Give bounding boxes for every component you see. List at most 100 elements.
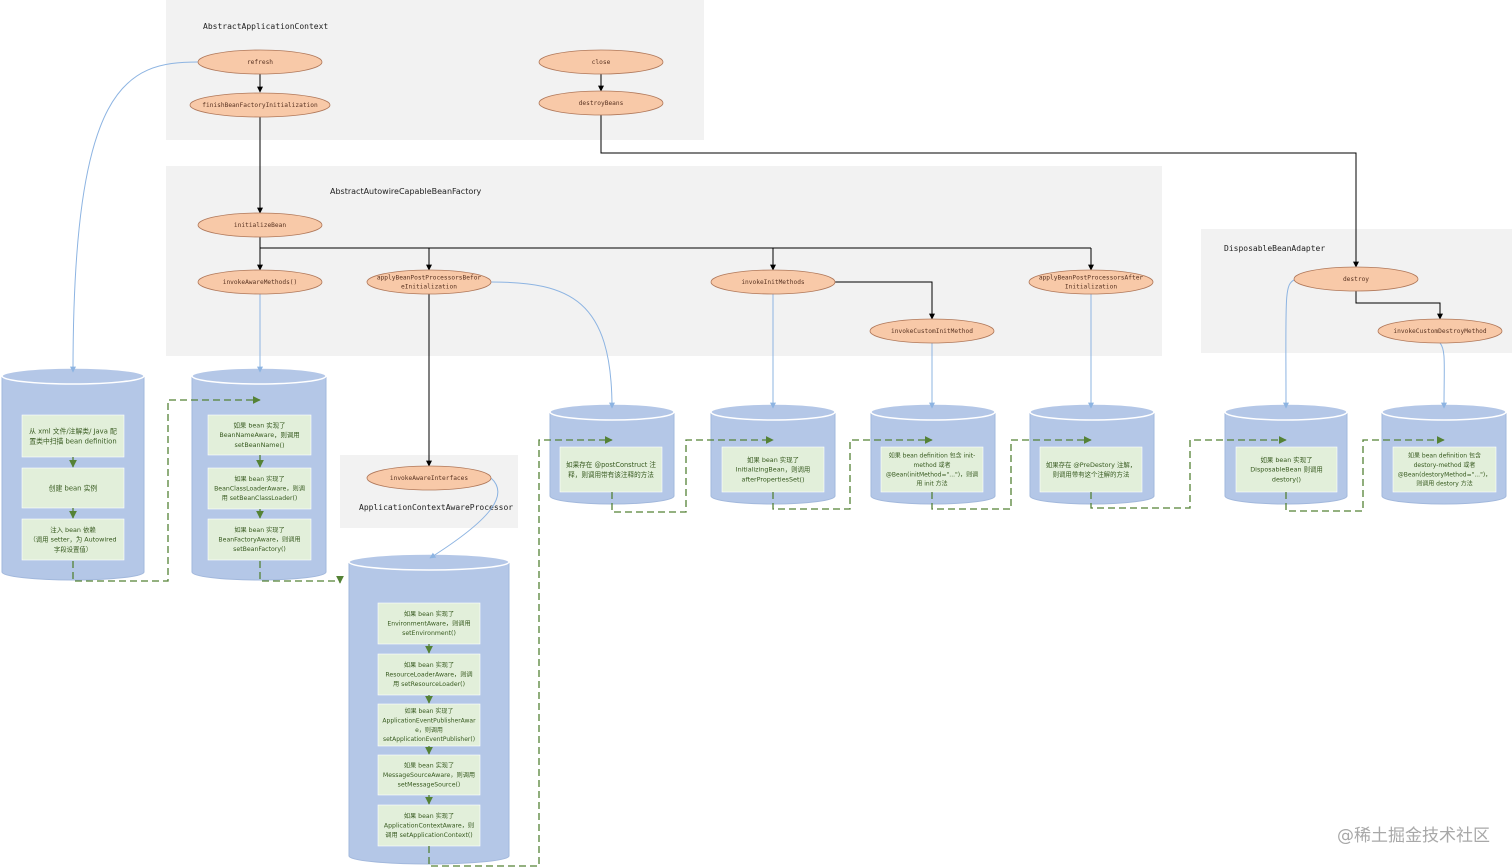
step-text-line: setApplicationEventPublisher() xyxy=(383,736,475,743)
step-text-line: e，则调用 xyxy=(415,726,443,734)
call-connectors xyxy=(257,74,1443,467)
method-label: applyBeanPostProcessorsAfter xyxy=(1039,275,1144,282)
method-label: invokeCustomDestroyMethod xyxy=(1393,328,1486,335)
step-class-loader-aware: 如果 bean 实现了 BeanClassLoaderAware，则调用 setB… xyxy=(207,467,312,510)
step-text-line: 注入 bean 依赖 xyxy=(50,525,96,534)
link-refresh-load xyxy=(70,61,199,373)
step-text-line: 如果 bean 实现了 xyxy=(404,812,454,820)
app-context-title: AbstractApplicationContext xyxy=(203,22,328,31)
methods-layer: refresh close finishBeanFactoryInitializat… xyxy=(189,49,1503,491)
detail-connectors xyxy=(70,61,1448,559)
method-invoke-init-methods[interactable]: invokeInitMethods xyxy=(710,269,836,295)
step-text-line: 用 setBeanClassLoader() xyxy=(222,495,298,502)
step-text-line: （调用 setter，为 Autowired xyxy=(29,535,116,544)
autowire-factory-region xyxy=(166,166,1162,356)
step-text-line: InitializingBean，则调用 xyxy=(736,465,811,474)
step-text-line: 如果 bean 实现了 xyxy=(234,526,284,534)
method-apply-before-init[interactable]: applyBeanPostProcessorsBefor eInitializat… xyxy=(366,269,492,295)
step-app-context-aware: 如果 bean 实现了 ApplicationContextAware，则调用 s… xyxy=(377,804,481,847)
step-event-publisher-aware: 如果 bean 实现了ApplicationEventPublisherAwar… xyxy=(377,703,481,747)
step-text-line: method 或者 xyxy=(913,461,950,469)
step-text-line: 如果 bean definition 包含 init- xyxy=(889,452,976,460)
step-text-line: 释，则调用带有该注释的方法 xyxy=(568,470,654,479)
aware-processor-title: ApplicationContextAwareProcessor xyxy=(359,503,513,512)
method-label: invokeCustomInitMethod xyxy=(891,328,973,335)
step-text-line: 如果 bean 实现了 xyxy=(747,455,799,464)
step-text-line: afterPropertiesSet() xyxy=(742,475,805,483)
step-text-line: destory() xyxy=(1272,475,1301,483)
method-refresh[interactable]: refresh xyxy=(197,49,323,75)
step-text-line: destory-method 或者 xyxy=(1414,461,1476,469)
step-text-line: 用 setResourceLoader() xyxy=(393,681,465,688)
step-text-line: DisposableBean 则调用 xyxy=(1250,465,1323,474)
method-label: close xyxy=(592,59,611,66)
step-text-line: BeanFactoryAware，则调用 xyxy=(218,536,300,544)
watermark: @稀土掘金技术社区 xyxy=(1337,826,1490,846)
step-text-line: setMessageSource() xyxy=(398,782,461,789)
step-text-line: ResourceLoaderAware，则调 xyxy=(385,671,472,679)
link-customdestroy-cylinder xyxy=(1439,342,1448,409)
method-label: invokeAwareMethods() xyxy=(223,279,298,286)
step-text-line: @Bean(destoryMethod="...")， xyxy=(1398,471,1491,478)
step-text-line: 置类中扫描 bean definition xyxy=(29,436,116,445)
step-text-line: 如果存在 @postConstruct 注 xyxy=(566,460,656,469)
method-label: destroyBeans xyxy=(579,100,624,107)
method-label: finishBeanFactoryInitialization xyxy=(202,102,318,109)
step-text-line: 如果 bean 实现了 xyxy=(234,475,284,483)
step-resource-loader-aware: 如果 bean 实现了 ResourceLoaderAware，则调用 setRe… xyxy=(377,653,481,696)
step-bean-factory-aware: 如果 bean 实现了 BeanFactoryAware，则调用 setBeanFa… xyxy=(207,518,312,561)
dashed-link-1 xyxy=(72,396,261,582)
link-destroy-cylinder xyxy=(1282,279,1295,409)
step-text-line: BeanNameAware，则调用 xyxy=(219,430,299,439)
method-destroy[interactable]: destroy xyxy=(1293,266,1419,292)
method-invoke-custom-destroy[interactable]: invokeCustomDestroyMethod xyxy=(1377,318,1503,344)
step-text-line: 调用 setApplicationContext() xyxy=(385,831,472,839)
method-label: applyBeanPostProcessorsBefor xyxy=(377,275,482,282)
method-invoke-custom-init[interactable]: invokeCustomInitMethod xyxy=(869,318,995,344)
call-destroy-customdestroy xyxy=(1355,291,1443,320)
step-text-line: 创建 bean 实例 xyxy=(49,483,98,492)
dashed-link-3 xyxy=(428,436,613,867)
step-text-line: BeanClassLoaderAware，则调 xyxy=(214,485,305,493)
call-init-custominit xyxy=(834,281,935,320)
method-label: destroy xyxy=(1343,276,1369,283)
method-finish-bean-factory-init[interactable]: finishBeanFactoryInitialization xyxy=(189,92,331,118)
step-text-line: ApplicationContextAware，则 xyxy=(384,822,474,830)
method-invoke-aware-interfaces[interactable]: invokeAwareInterfaces xyxy=(366,465,492,491)
autowire-factory-title: AbstractAutowireCapableBeanFactory xyxy=(330,187,482,196)
method-initialize-bean[interactable]: initializeBean xyxy=(197,212,323,238)
step-init-method: 如果 bean definition 包含 init-method 或者@Bea… xyxy=(880,446,984,493)
step-text-line: 如果 bean definition 包含 xyxy=(1408,452,1481,460)
step-message-source-aware: 如果 bean 实现了MessageSourceAware，则调用setMess… xyxy=(377,754,481,796)
step-environment-aware: 如果 bean 实现了 EnvironmentAware，则调用 setEnviro… xyxy=(377,602,481,645)
step-post-construct: 如果存在 @postConstruct 注释，则调用带有该注释的方法 xyxy=(559,446,663,493)
step-text-line: 如果存在 @PreDestory 注解， xyxy=(1046,460,1136,469)
method-apply-after-init[interactable]: applyBeanPostProcessorsAfterInitializati… xyxy=(1028,269,1154,295)
step-text-line: @Bean(initMethod="...")，则调 xyxy=(886,470,978,478)
method-label: Initialization xyxy=(1065,284,1117,291)
step-text-line: 如果 bean 实现了 xyxy=(405,707,454,715)
method-invoke-aware-methods[interactable]: invokeAwareMethods() xyxy=(197,269,323,295)
step-text-line: setEnvironment() xyxy=(402,630,456,637)
step-text-line: 用 init 方法 xyxy=(916,480,947,488)
method-close[interactable]: close xyxy=(538,49,664,75)
method-label: invokeAwareInterfaces xyxy=(390,475,469,482)
dashed-link-6 xyxy=(931,436,1092,510)
disposable-adapter-title: DisposableBeanAdapter xyxy=(1224,244,1325,253)
step-create-instance: 创建 bean 实例 xyxy=(21,467,125,509)
step-text-line: 则调用 destory 方法 xyxy=(1416,480,1472,488)
dashed-link-7 xyxy=(1090,436,1287,509)
step-text-line: 如果 bean 实现了 xyxy=(404,661,454,669)
method-destroy-beans[interactable]: destroyBeans xyxy=(538,90,664,116)
step-text-line: setBeanFactory() xyxy=(233,546,286,553)
method-label: eInitialization xyxy=(401,284,457,291)
step-text-line: 如果 bean 实现了 xyxy=(404,610,454,618)
step-text-line: EnvironmentAware，则调用 xyxy=(387,620,470,628)
step-text-line: 则调用带有这个注解的方法 xyxy=(1053,470,1130,479)
dashed-link-4 xyxy=(611,436,774,513)
